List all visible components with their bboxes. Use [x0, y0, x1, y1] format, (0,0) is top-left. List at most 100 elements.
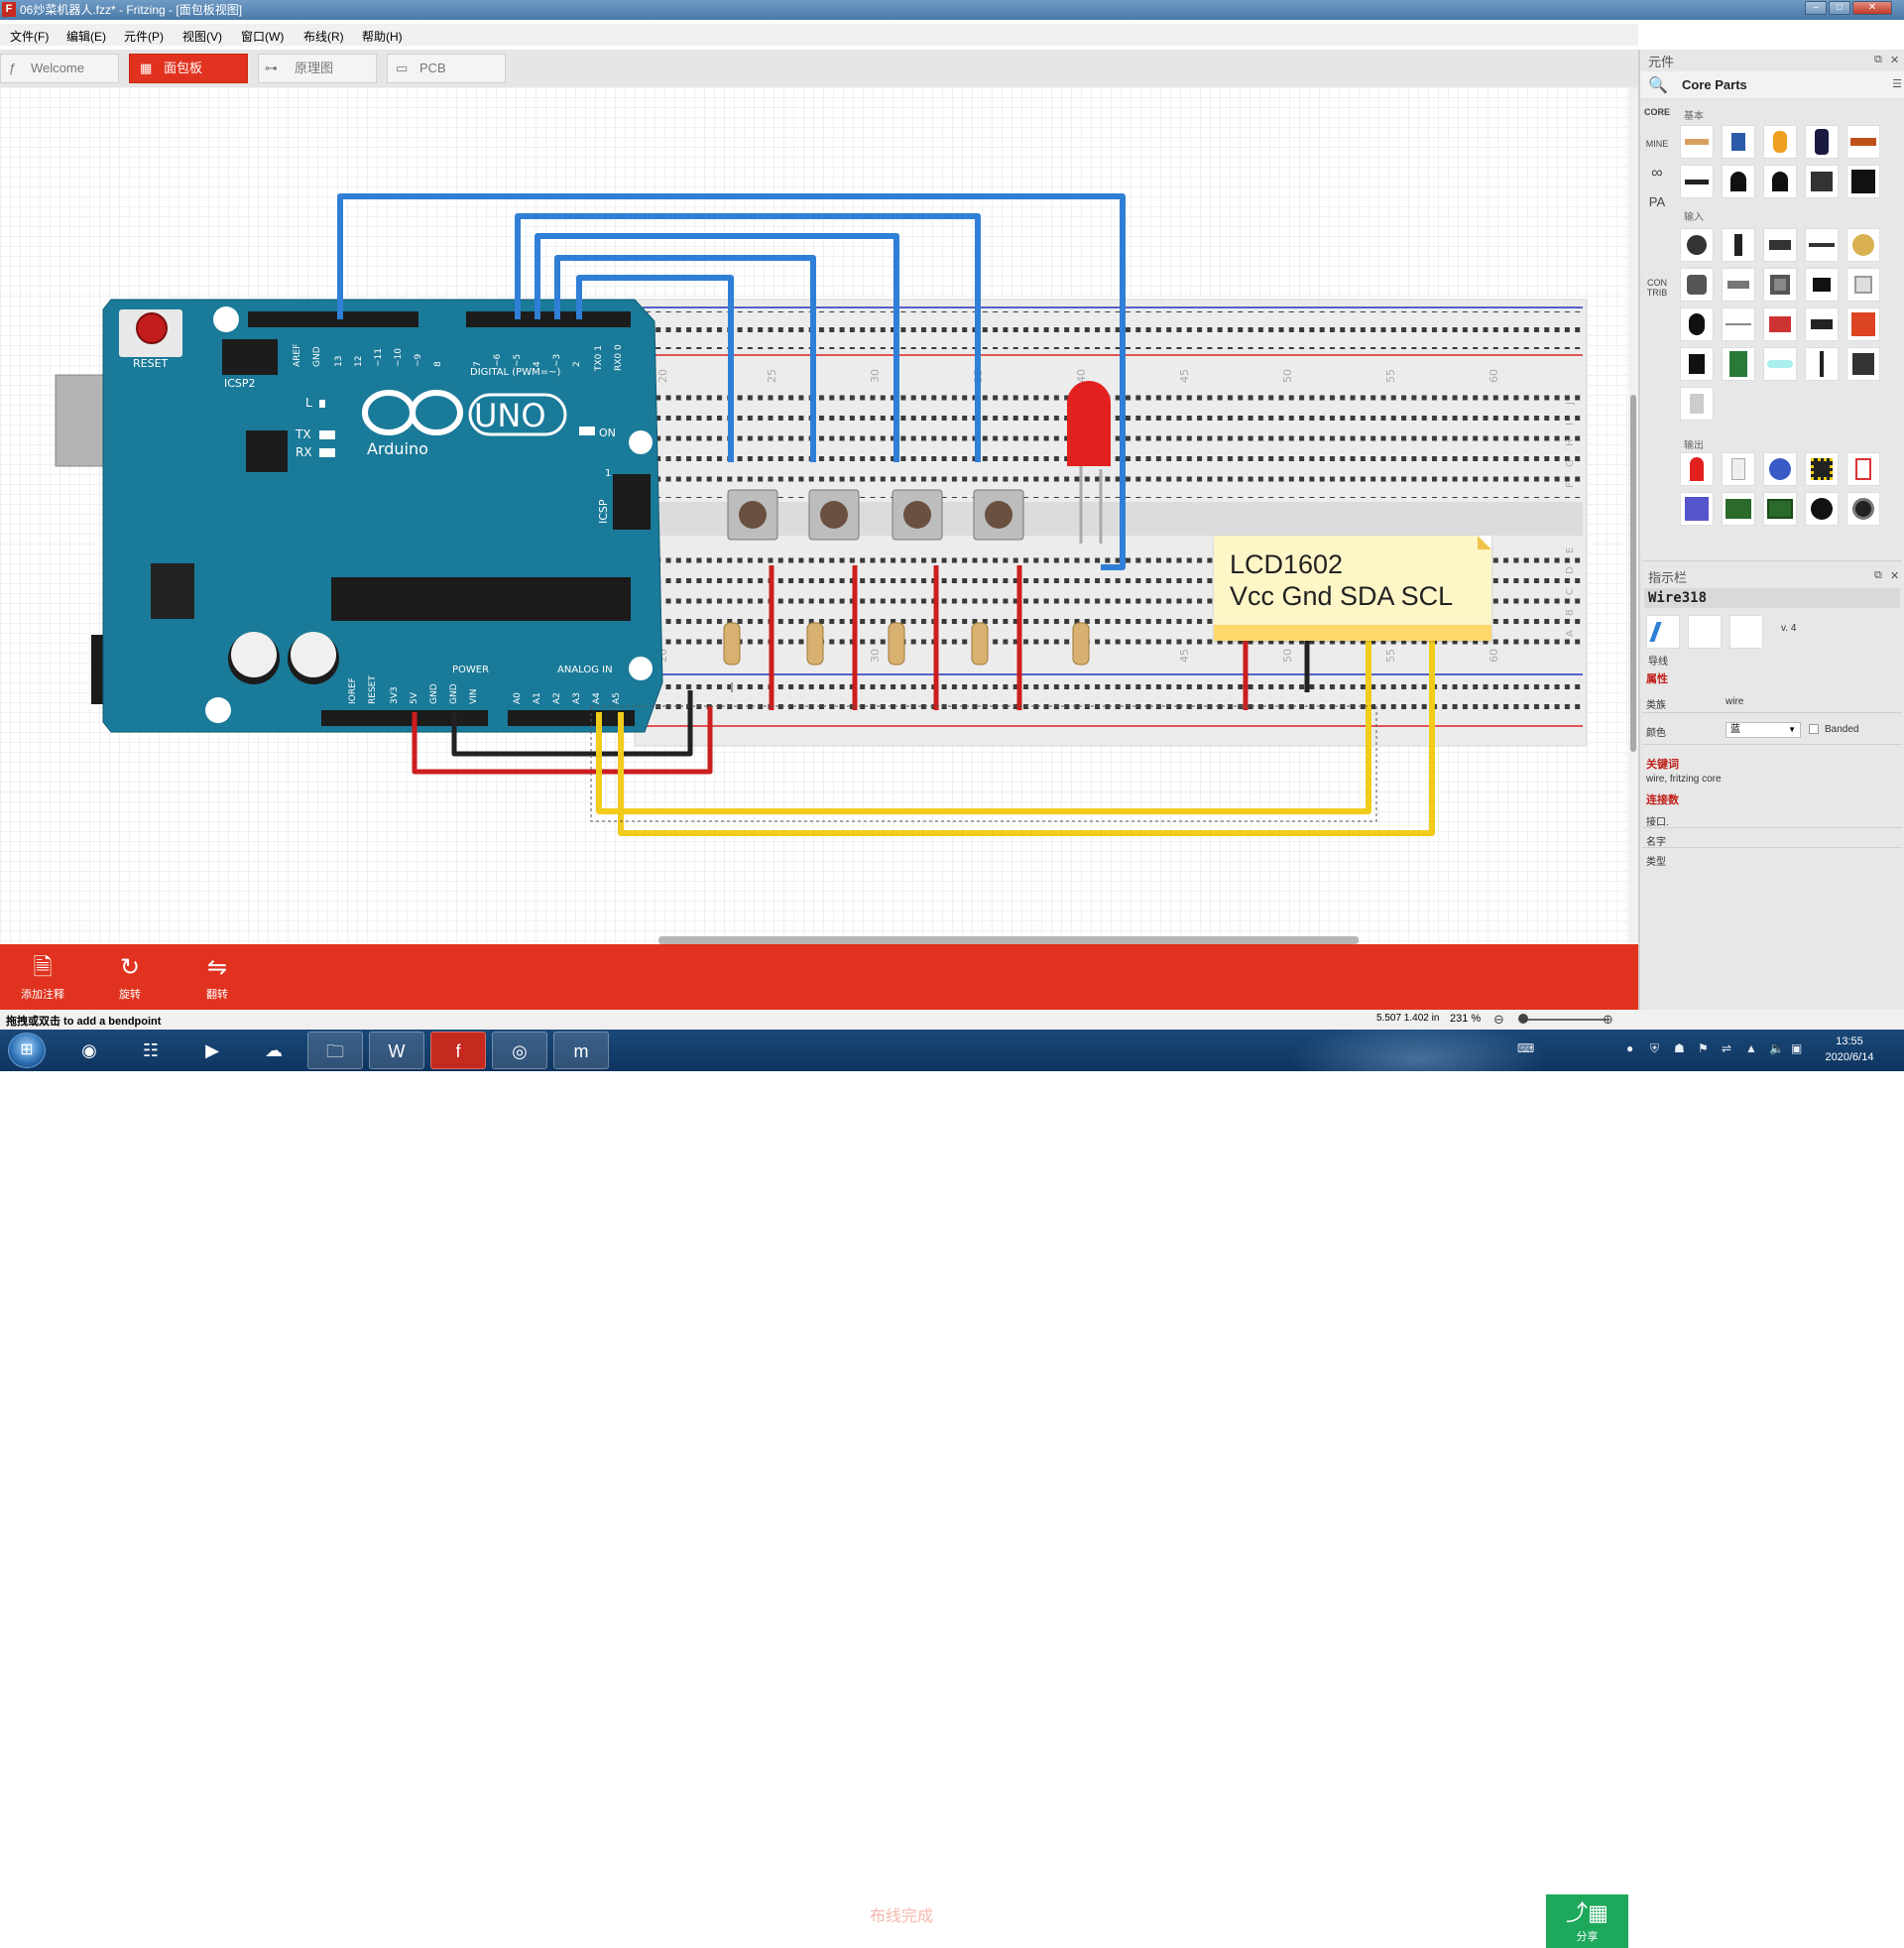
arduino-uno-board[interactable]	[102, 299, 663, 733]
explorer-icon[interactable]: 🗀	[307, 1032, 363, 1069]
part-matrix-icon[interactable]	[1763, 452, 1797, 486]
close-button[interactable]: ✕	[1852, 1, 1892, 15]
part-board-icon[interactable]	[1722, 347, 1755, 381]
part-mystery-part-icon[interactable]	[1846, 165, 1880, 198]
breadboard[interactable]	[634, 299, 1588, 747]
inspector-close-icon[interactable]: ✕	[1890, 570, 1900, 582]
rotate-button[interactable]: ↻ 旋转	[95, 944, 165, 1010]
part-ir-icon[interactable]	[1805, 307, 1839, 341]
inspector-part-name[interactable]: Wire318	[1644, 588, 1900, 608]
part-oled-icon[interactable]	[1763, 492, 1797, 526]
start-button[interactable]: ⊞	[8, 1033, 46, 1068]
yellow-wires[interactable]	[596, 567, 1435, 836]
zoom-out-icon[interactable]: ⊖	[1493, 1012, 1504, 1027]
apps-icon[interactable]: ☷	[142, 1040, 160, 1060]
red-led[interactable]	[1067, 381, 1111, 544]
lcd1602-note[interactable]: LCD1602 Vcc Gnd SDA SCL	[1214, 536, 1491, 641]
zoom-slider[interactable]	[1519, 1019, 1606, 1021]
shield-icon[interactable]: ⛨	[1650, 1041, 1660, 1055]
minimize-button[interactable]: –	[1805, 1, 1827, 15]
blue-wires[interactable]	[337, 193, 1126, 570]
bin-core[interactable]: CORE	[1644, 107, 1671, 117]
tab-schematic[interactable]: ⊶ 原理图	[258, 54, 377, 83]
bin-mine[interactable]: MINE	[1645, 139, 1669, 149]
part-button-icon[interactable]	[1763, 268, 1797, 302]
vertical-scrollbar[interactable]	[1628, 87, 1638, 944]
part-crystal-icon[interactable]	[1763, 347, 1797, 381]
menu-edit[interactable]: 编辑(E)	[66, 30, 106, 44]
part-microphone-icon[interactable]	[1680, 307, 1714, 341]
part-keypad-icon[interactable]	[1680, 387, 1714, 421]
banded-checkbox[interactable]	[1809, 724, 1819, 734]
part-led-icon[interactable]	[1680, 452, 1714, 486]
part-slider-icon[interactable]	[1805, 228, 1839, 262]
search-icon[interactable]: 🔍	[1648, 77, 1668, 94]
keyboard-icon[interactable]: ⌨	[1517, 1041, 1535, 1055]
part-7segment-icon[interactable]	[1846, 452, 1880, 486]
breadboard-canvas[interactable]: 20 25 30 35 40 45 50 55 60 20 30 45 50 5…	[0, 87, 1638, 944]
zoom-slider-handle[interactable]	[1518, 1014, 1528, 1024]
zoom-in-icon[interactable]: ⊕	[1603, 1012, 1613, 1027]
chrome-icon[interactable]: ◉	[81, 1040, 97, 1060]
horizontal-scrollbar[interactable]	[658, 936, 1359, 944]
bin-pa-icon[interactable]: PA	[1648, 194, 1666, 209]
resistors[interactable]	[723, 622, 1090, 692]
notification-icon[interactable]: ▣	[1791, 1041, 1803, 1055]
float-icon[interactable]: ⧉	[1874, 54, 1882, 65]
menu-window[interactable]: 窗口(W)	[241, 30, 285, 44]
part-antenna-icon[interactable]	[1805, 347, 1839, 381]
recorder-icon[interactable]: ◎	[492, 1032, 547, 1069]
part-rfid-icon[interactable]	[1846, 347, 1880, 381]
color-select[interactable]: 蓝▼	[1726, 722, 1801, 738]
pushbuttons[interactable]	[727, 489, 1024, 541]
usb-icon[interactable]: ⇌	[1722, 1041, 1732, 1055]
add-note-button[interactable]: 🗎 添加注释	[8, 944, 77, 1010]
part-reed-icon[interactable]	[1722, 268, 1755, 302]
inspector-float-icon[interactable]: ⧉	[1874, 569, 1882, 581]
part-npn-icon[interactable]	[1763, 165, 1797, 198]
part-capacitor-icon[interactable]	[1763, 125, 1797, 159]
part-electrolytic-icon[interactable]	[1805, 125, 1839, 159]
part-display-icon[interactable]	[1680, 492, 1714, 526]
signal-icon[interactable]: ▲	[1745, 1041, 1757, 1055]
part-switch-icon[interactable]	[1763, 228, 1797, 262]
tab-pcb[interactable]: ▭ PCB	[387, 54, 506, 83]
flag-icon[interactable]: ⚑	[1698, 1041, 1709, 1055]
fritzing-task-icon[interactable]: f	[430, 1032, 486, 1069]
part-inductor-icon[interactable]	[1846, 125, 1880, 159]
power-wires[interactable]	[412, 690, 713, 775]
part-pot-icon[interactable]	[1680, 228, 1714, 262]
volume-icon[interactable]: 🔈	[1769, 1041, 1784, 1055]
menu-help[interactable]: 帮助(H)	[362, 30, 403, 44]
part-rgb-icon[interactable]	[1722, 452, 1755, 486]
part-piezo-icon[interactable]	[1846, 228, 1880, 262]
share-button[interactable]: ⤴▦ 分享	[1546, 1894, 1628, 1948]
part-temp-icon[interactable]	[1680, 347, 1714, 381]
part-neopixel-icon[interactable]	[1805, 452, 1839, 486]
part-pnp-icon[interactable]	[1722, 165, 1755, 198]
system-clock[interactable]: 13:55 2020/6/14	[1815, 1034, 1884, 1065]
part-joystick-icon[interactable]	[1722, 228, 1755, 262]
tab-welcome[interactable]: ƒ Welcome	[0, 54, 119, 83]
part-mystery-icon[interactable]	[1722, 125, 1755, 159]
bin-arduino-icon[interactable]: ∞	[1651, 165, 1663, 182]
menu-file[interactable]: 文件(F)	[10, 30, 50, 44]
part-mosfet-icon[interactable]	[1805, 165, 1839, 198]
menu-view[interactable]: 视图(V)	[182, 30, 222, 44]
part-photocell-icon[interactable]	[1846, 268, 1880, 302]
bin-menu-icon[interactable]: ☰	[1892, 78, 1902, 90]
menu-part[interactable]: 元件(P)	[124, 30, 164, 44]
network-icon[interactable]: ☗	[1674, 1041, 1685, 1055]
part-buzzer-icon[interactable]	[1846, 492, 1880, 526]
close-panel-icon[interactable]: ✕	[1890, 55, 1900, 66]
menu-routing[interactable]: 布线(R)	[303, 30, 344, 44]
scroll-thumb[interactable]	[1630, 395, 1636, 752]
tab-breadboard[interactable]: ▦ 面包板	[129, 54, 248, 83]
part-lcd-icon[interactable]	[1722, 492, 1755, 526]
word-icon[interactable]: W	[369, 1032, 424, 1069]
flip-button[interactable]: ⇋ 翻转	[182, 944, 252, 1010]
media-player-icon[interactable]: ▶	[205, 1040, 219, 1060]
part-tilt-icon[interactable]	[1805, 268, 1839, 302]
maximize-button[interactable]: □	[1829, 1, 1850, 15]
tray-app-icon[interactable]: ●	[1626, 1041, 1634, 1055]
